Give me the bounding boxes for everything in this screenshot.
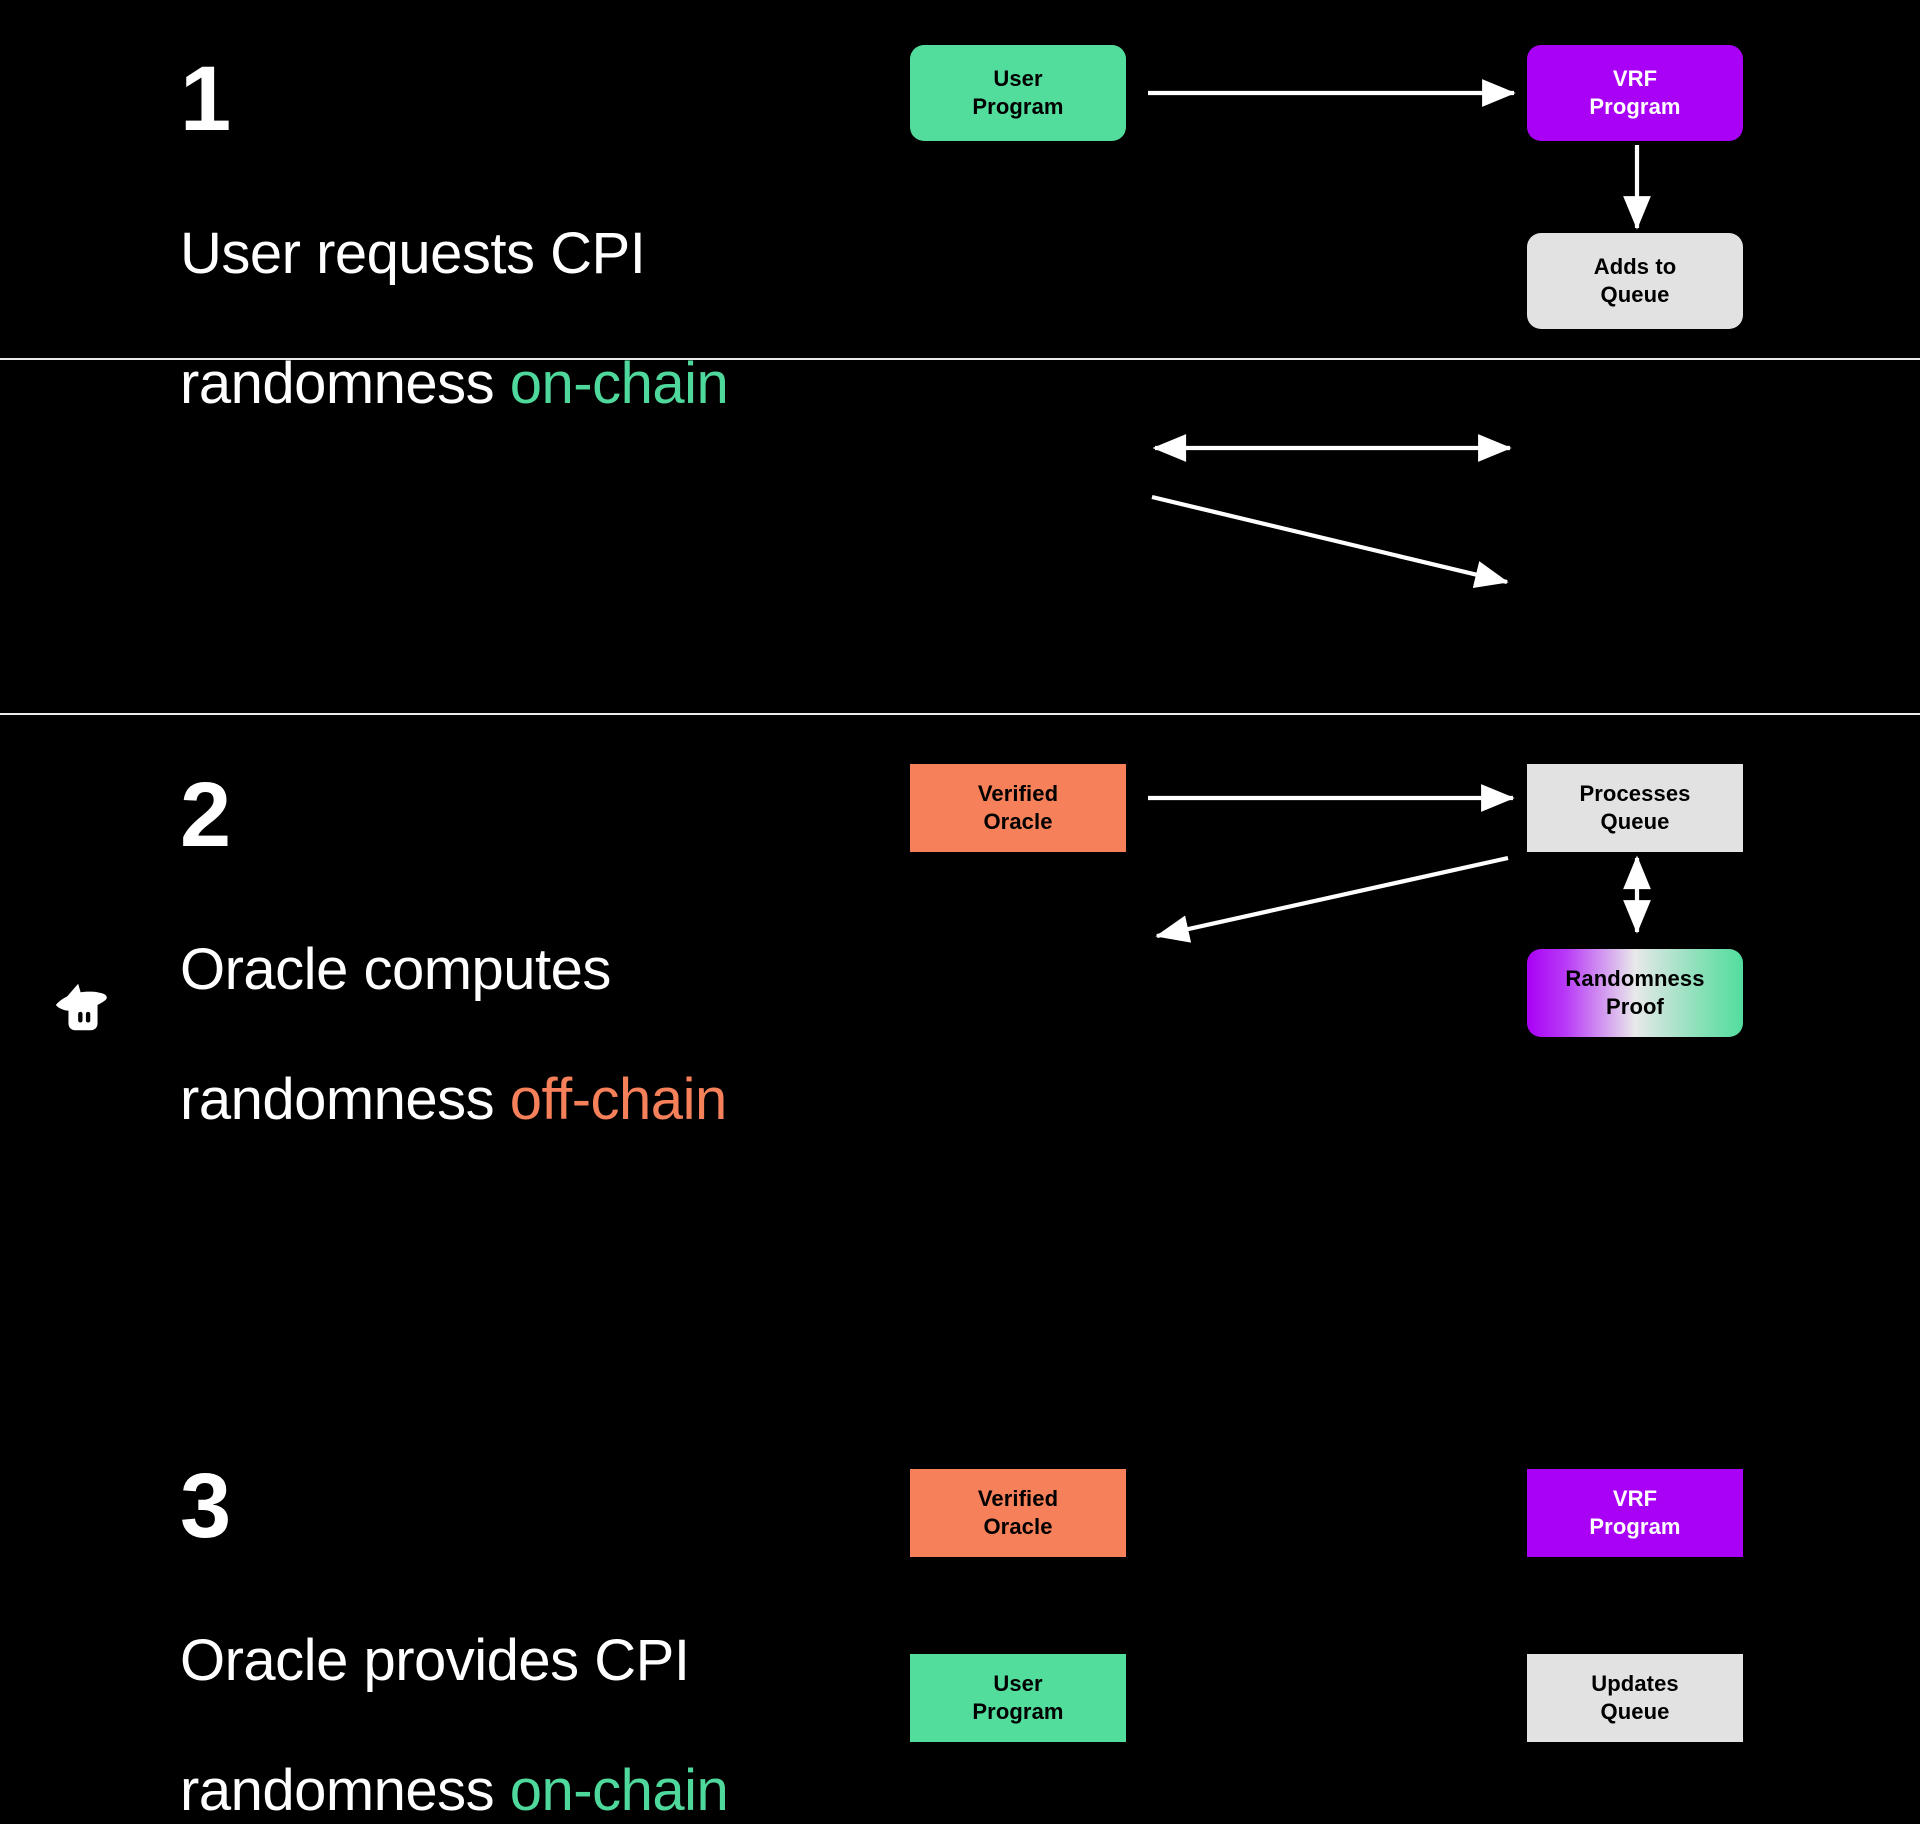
node-processes-queue[interactable]: Processes Queue xyxy=(1527,764,1743,852)
node-processes-queue-line2: Queue xyxy=(1600,809,1670,834)
node-user-program-line2: Program xyxy=(972,94,1064,119)
node-vrf-program-line2: Program xyxy=(1589,94,1681,119)
node-verified-oracle-line2: Oracle xyxy=(983,809,1053,834)
node-updates-queue-line2: Queue xyxy=(1600,1699,1670,1724)
step-2-number: 2 xyxy=(180,764,231,866)
step-section-1: 1 User requests CPI randomness on-chain … xyxy=(0,0,1920,416)
node-verified-oracle[interactable]: Verified Oracle xyxy=(910,764,1126,852)
step-1-line2-prefix: randomness xyxy=(180,351,510,417)
step-3-description: Oracle provides CPI randomness on-chain xyxy=(180,1564,729,1824)
node-vrf-program-2[interactable]: VRF Program xyxy=(1527,1469,1743,1557)
node-verified-oracle-2-line2: Oracle xyxy=(983,1514,1053,1539)
step-3-line2-accent: on-chain xyxy=(509,1758,729,1824)
step-1-line1: User requests CPI xyxy=(180,221,646,287)
step-section-3: 3 Oracle provides CPI randomness on-chai… xyxy=(0,715,1920,1823)
step-1-text-block: 1 User requests CPI randomness on-chain xyxy=(180,48,729,417)
node-adds-to-queue-line2: Queue xyxy=(1600,282,1670,307)
node-verified-oracle-2-line1: Verified xyxy=(977,1485,1059,1511)
step-3-text-block: 3 Oracle provides CPI randomness on-chai… xyxy=(180,1455,729,1824)
node-randomness-proof[interactable]: Randomness Proof xyxy=(1527,949,1743,1037)
node-adds-to-queue[interactable]: Adds to Queue xyxy=(1527,233,1743,329)
node-randomness-proof-line1: Randomness xyxy=(1565,965,1705,991)
section-divider-1 xyxy=(0,358,1920,360)
node-user-program-2[interactable]: User Program xyxy=(910,1654,1126,1742)
step-3-number: 3 xyxy=(180,1455,231,1557)
section-divider-2 xyxy=(0,713,1920,715)
node-user-program-2-line1: User xyxy=(993,1670,1043,1696)
node-processes-queue-line1: Processes xyxy=(1579,780,1691,806)
switchboard-wizard-logo-icon xyxy=(52,975,114,1037)
node-randomness-proof-line2: Proof xyxy=(1606,994,1664,1019)
node-updates-queue[interactable]: Updates Queue xyxy=(1527,1654,1743,1742)
node-user-program[interactable]: User Program xyxy=(910,45,1126,141)
node-verified-oracle-line1: Verified xyxy=(977,780,1059,806)
step-3-line1: Oracle provides CPI xyxy=(180,1628,690,1694)
node-vrf-program-line1: VRF xyxy=(1612,65,1658,91)
node-user-program-2-line2: Program xyxy=(972,1699,1064,1724)
step-3-line2-prefix: randomness xyxy=(180,1758,510,1824)
step-section-2: 2 Oracle computes randomness off-chain V… xyxy=(0,360,1920,1132)
node-updates-queue-line1: Updates xyxy=(1591,1670,1679,1696)
node-user-program-line1: User xyxy=(993,65,1043,91)
step-1-number: 1 xyxy=(180,48,231,150)
node-vrf-program-2-line2: Program xyxy=(1589,1514,1681,1539)
step-1-line2-accent: on-chain xyxy=(509,351,729,417)
step-1-description: User requests CPI randomness on-chain xyxy=(180,157,729,417)
node-vrf-program[interactable]: VRF Program xyxy=(1527,45,1743,141)
node-vrf-program-2-line1: VRF xyxy=(1612,1485,1658,1511)
node-adds-to-queue-line1: Adds to xyxy=(1593,253,1677,279)
step-2-line1: Oracle computes xyxy=(180,937,611,1003)
node-verified-oracle-2[interactable]: Verified Oracle xyxy=(910,1469,1126,1557)
